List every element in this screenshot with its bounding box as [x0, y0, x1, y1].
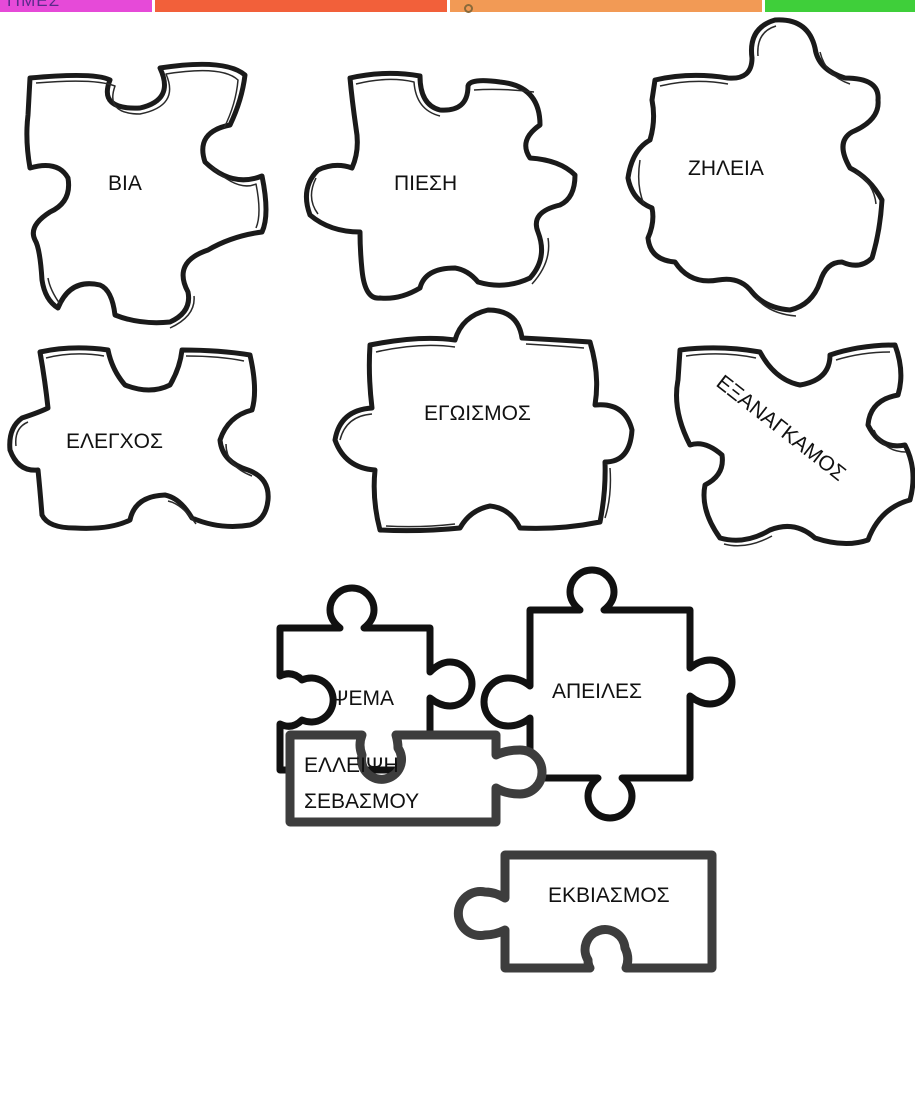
puzzle-piece-elegchos: ΕΛΕΓΧΟΣ [10, 348, 268, 528]
piece-label-psema: ΨΕΜΑ [331, 687, 394, 710]
piece-label-egoismos: ΕΓΩΙΣΜΟΣ [424, 402, 531, 425]
piece-label-apeiles: ΑΠΕΙΛΕΣ [552, 680, 642, 703]
puzzle-piece-exanagkamos: ΕΞΑΝΑΓΚΑΜΟΣ [677, 345, 914, 546]
piece-label-ekviasmos: ΕΚΒΙΑΣΜΟΣ [548, 884, 670, 907]
puzzle-piece-ekviasmos: ΕΚΒΙΑΣΜΟΣ [458, 855, 712, 968]
puzzle-piece-egoismos: ΕΓΩΙΣΜΟΣ [335, 310, 632, 531]
piece-label-piesi: ΠΙΕΣΗ [394, 172, 457, 195]
puzzle-piece-zileia: ΖΗΛΕΙΑ [628, 20, 882, 316]
piece-label-sevasmou: ΣΕΒΑΣΜΟΥ [304, 790, 419, 813]
puzzle-piece-bia: ΒΙΑ [27, 64, 266, 328]
piece-label-elleipsi: ΕΛΛΕΙΨΗ [304, 754, 399, 777]
piece-label-elegchos: ΕΛΕΓΧΟΣ [66, 430, 163, 453]
puzzle-piece-piesi: ΠΙΕΣΗ [306, 73, 575, 298]
puzzle-piece-elleipsi-sevasmou: ΕΛΛΕΙΨΗ ΣΕΒΑΣΜΟΥ [290, 735, 542, 822]
piece-label-zileia: ΖΗΛΕΙΑ [688, 157, 764, 180]
piece-label-bia: ΒΙΑ [108, 172, 142, 195]
